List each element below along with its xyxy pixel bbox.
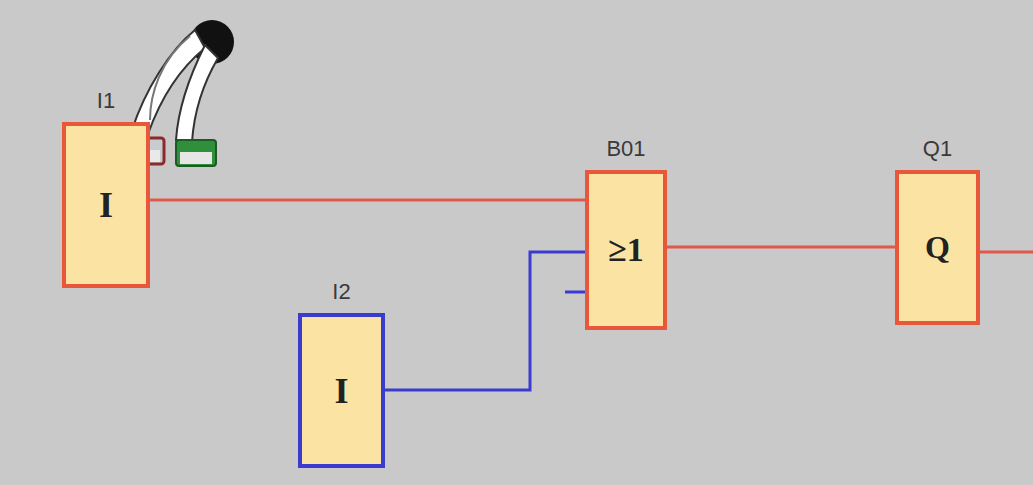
block-label: I1 xyxy=(66,88,146,114)
logic-block: I1I xyxy=(62,122,150,288)
block-symbol: I xyxy=(334,370,348,412)
block-symbol: ≥1 xyxy=(608,231,644,269)
block-symbol: Q xyxy=(925,229,950,266)
logic-block: B01≥1 xyxy=(585,170,667,330)
block-symbol: I xyxy=(99,184,113,226)
signal-wire xyxy=(667,246,895,249)
logic-block: I2I xyxy=(298,313,385,468)
block-label: B01 xyxy=(589,136,663,162)
logic-block: Q1Q xyxy=(895,170,980,325)
open-input-stub xyxy=(565,291,585,294)
block-label: I2 xyxy=(302,279,381,305)
block-label: Q1 xyxy=(899,136,976,162)
signal-wire xyxy=(150,199,585,202)
signal-wire xyxy=(385,252,585,390)
output-wire xyxy=(980,251,1033,254)
